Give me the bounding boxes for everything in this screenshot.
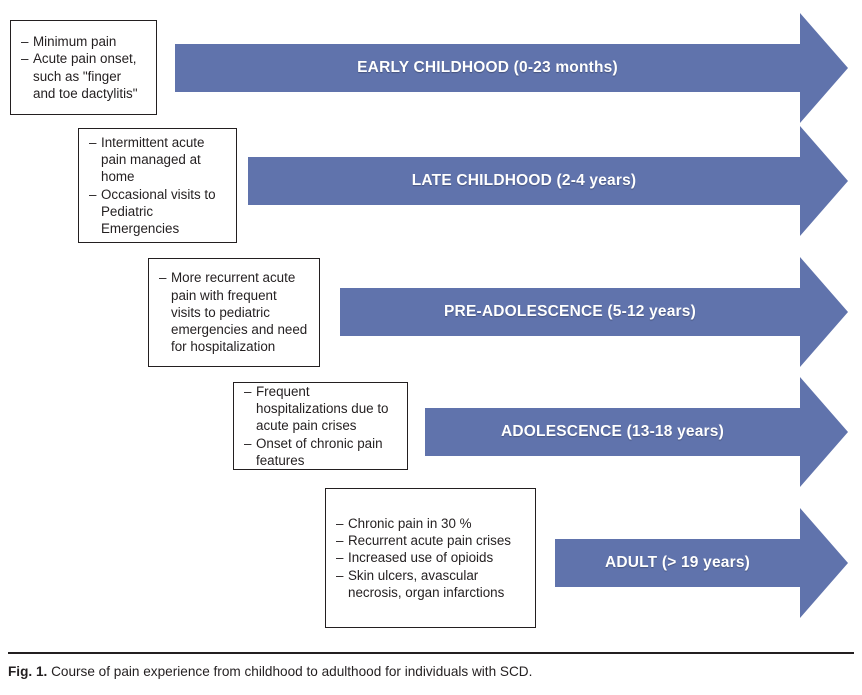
arrow-late-childhood: LATE CHILDHOOD (2-4 years) (248, 126, 848, 236)
arrow-pre-adolescence: PRE-ADOLESCENCE (5-12 years) (340, 257, 848, 367)
list-item-text: Skin ulcers, avascular necrosis, organ i… (348, 567, 505, 600)
list-item-text: Occasional visits to Pediatric Emergenci… (101, 186, 216, 236)
list-item: – Recurrent acute pain crises (336, 532, 526, 549)
dash-bullet-icon: – (159, 270, 167, 286)
figure-caption-text: Course of pain experience from childhood… (51, 664, 533, 679)
bullet-list: – Intermittent acute pain managed at hom… (89, 134, 227, 237)
dash-bullet-icon: – (336, 515, 344, 531)
caption-divider (8, 652, 854, 654)
dash-bullet-icon: – (336, 550, 344, 566)
list-item-text: Chronic pain in 30 % (348, 515, 472, 531)
list-item: – Acute pain onset, such as "finger and … (21, 50, 147, 102)
list-item-text: Onset of chronic pain features (256, 435, 383, 468)
dash-bullet-icon: – (336, 533, 344, 549)
list-item: – Minimum pain (21, 33, 147, 50)
description-box-adult: – Chronic pain in 30 % – Recurrent acute… (325, 488, 536, 628)
arrow-shape-icon (248, 126, 848, 236)
list-item: – Occasional visits to Pediatric Emergen… (89, 186, 227, 238)
list-item: – Increased use of opioids (336, 549, 526, 566)
description-box-adolescence: – Frequent hospitalizations due to acute… (233, 382, 408, 470)
description-box-late-childhood: – Intermittent acute pain managed at hom… (78, 128, 237, 243)
bullet-list: – Chronic pain in 30 % – Recurrent acute… (336, 515, 526, 601)
figure-caption: Fig. 1. Course of pain experience from c… (8, 662, 854, 681)
dash-bullet-icon: – (336, 567, 344, 583)
dash-bullet-icon: – (244, 435, 252, 451)
arrow-adolescence: ADOLESCENCE (13-18 years) (425, 377, 848, 487)
figure-number: Fig. 1. (8, 664, 48, 679)
list-item-text: Frequent hospitalizations due to acute p… (256, 384, 389, 434)
bullet-list: – More recurrent acute pain with frequen… (159, 269, 310, 355)
list-item: – Frequent hospitalizations due to acute… (244, 383, 398, 435)
dash-bullet-icon: – (21, 34, 29, 50)
list-item: – Chronic pain in 30 % (336, 515, 526, 532)
list-item-text: Minimum pain (33, 34, 117, 50)
arrow-shape-icon (555, 508, 848, 618)
dash-bullet-icon: – (89, 134, 97, 150)
description-box-pre-adolescence: – More recurrent acute pain with frequen… (148, 258, 320, 367)
list-item-text: Recurrent acute pain crises (348, 533, 511, 549)
list-item: – Onset of chronic pain features (244, 435, 398, 469)
arrow-shape-icon (175, 13, 848, 123)
list-item-text: Increased use of opioids (348, 550, 494, 566)
description-box-early-childhood: – Minimum pain – Acute pain onset, such … (10, 20, 157, 115)
list-item: – Intermittent acute pain managed at hom… (89, 134, 227, 186)
bullet-list: – Minimum pain – Acute pain onset, such … (21, 33, 147, 102)
arrow-early-childhood: EARLY CHILDHOOD (0-23 months) (175, 13, 848, 123)
arrow-shape-icon (425, 377, 848, 487)
list-item-text: Intermittent acute pain managed at home (101, 134, 205, 185)
list-item: – More recurrent acute pain with frequen… (159, 269, 310, 355)
bullet-list: – Frequent hospitalizations due to acute… (244, 383, 398, 469)
dash-bullet-icon: – (89, 186, 97, 202)
dash-bullet-icon: – (21, 51, 29, 67)
list-item: – Skin ulcers, avascular necrosis, organ… (336, 567, 526, 601)
list-item-text: Acute pain onset, such as "finger and to… (33, 51, 138, 101)
diagram-stage: EARLY CHILDHOOD (0-23 months) LATE CHILD… (10, 13, 848, 628)
dash-bullet-icon: – (244, 384, 252, 399)
arrow-adult: ADULT (> 19 years) (555, 508, 848, 618)
list-item-text: More recurrent acute pain with frequent … (171, 270, 308, 355)
arrow-shape-icon (340, 257, 848, 367)
